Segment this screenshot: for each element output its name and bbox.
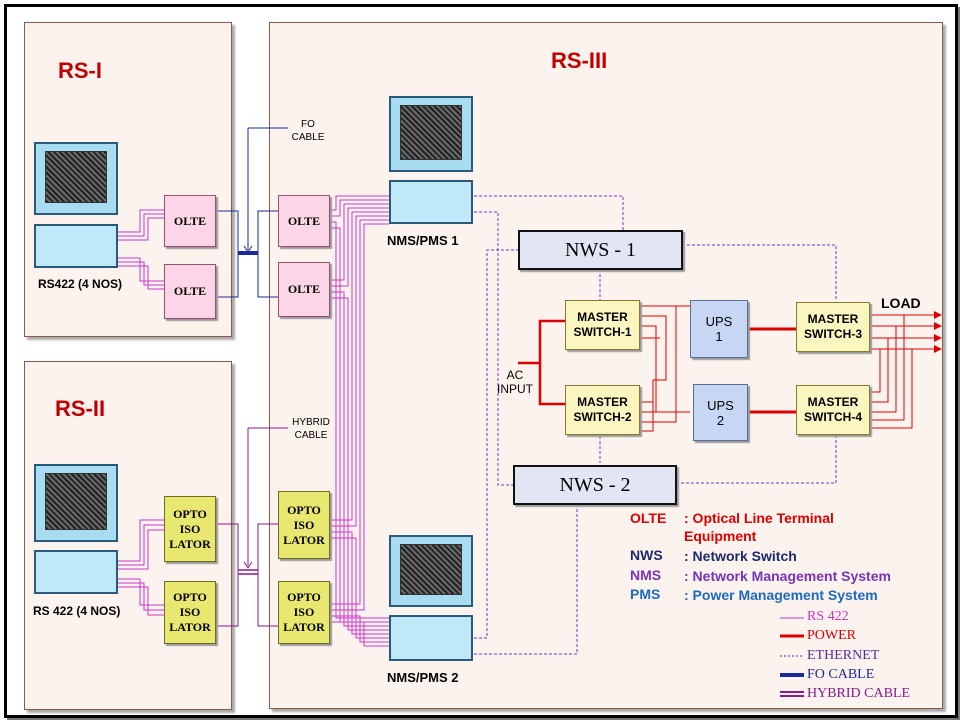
rs2-opto-isolator-2: OPTO ISO LATOR bbox=[164, 581, 216, 644]
master-switch-2: MASTER SWITCH-2 bbox=[565, 385, 640, 435]
legend-fo-cable-label: FO CABLE bbox=[807, 667, 875, 682]
rs1-olte-1: OLTE bbox=[164, 195, 216, 247]
rs2-computer-label: RS 422 (4 NOS) bbox=[33, 604, 121, 618]
legend-olte-key: OLTE bbox=[630, 510, 667, 526]
nws-1: NWS - 1 bbox=[518, 230, 683, 270]
legend-olte-desc: : Optical Line Terminal Equipment bbox=[684, 510, 834, 544]
nms-pms-1-label: NMS/PMS 1 bbox=[387, 233, 459, 248]
load-label: LOAD bbox=[881, 295, 921, 311]
rs3-olte-2: OLTE bbox=[278, 262, 330, 317]
cpu-icon bbox=[389, 180, 473, 224]
rs1-olte-2: OLTE bbox=[164, 264, 216, 319]
legend-ethernet-label: ETHERNET bbox=[807, 648, 880, 663]
rs2-opto-isolator-1: OPTO ISO LATOR bbox=[164, 496, 216, 562]
rs3-title: RS-III bbox=[551, 48, 608, 73]
legend-line-samples bbox=[780, 617, 804, 697]
legend-nws-desc: : Network Switch bbox=[684, 548, 797, 564]
ups-1: UPS 1 bbox=[690, 300, 748, 358]
legend-nms-desc: : Network Management System bbox=[684, 568, 891, 584]
hybrid-cable-label: HYBRID CABLE bbox=[292, 417, 330, 441]
rs1-computer bbox=[34, 142, 120, 270]
rs1-computer-label: RS422 (4 NOS) bbox=[38, 277, 123, 291]
legend-hybrid-cable-label: HYBRID CABLE bbox=[807, 686, 911, 701]
cpu-icon bbox=[34, 224, 118, 268]
legend-nws-key: NWS bbox=[630, 547, 663, 563]
rs2-computer bbox=[34, 464, 120, 594]
rs2-title: RS-II bbox=[55, 396, 106, 421]
master-switch-4: MASTER SWITCH-4 bbox=[796, 385, 870, 435]
rs3-opto-isolator-1: OPTO ISO LATOR bbox=[278, 491, 330, 559]
ups-2: UPS 2 bbox=[693, 384, 748, 441]
legend-nms-key: NMS bbox=[630, 567, 662, 583]
fo-cable-links bbox=[216, 127, 288, 298]
legend-pms-desc: : Power Management System bbox=[684, 587, 878, 603]
rs3-panel bbox=[269, 22, 943, 709]
master-switch-3: MASTER SWITCH-3 bbox=[796, 302, 870, 352]
nms-pms-2-label: NMS/PMS 2 bbox=[387, 670, 459, 685]
cpu-icon bbox=[389, 615, 473, 661]
rs3-opto-isolator-2: OPTO ISO LATOR bbox=[278, 581, 330, 644]
monitor-icon bbox=[34, 464, 118, 542]
monitor-icon bbox=[389, 535, 473, 607]
nms-pms-1-computer bbox=[389, 96, 475, 226]
legend-pms-key: PMS bbox=[630, 586, 661, 602]
hybrid-cable-links bbox=[216, 427, 288, 627]
fo-cable-label: FO CABLE bbox=[291, 119, 325, 143]
ac-input-label: AC INPUT bbox=[497, 368, 533, 396]
ethernet-links bbox=[474, 195, 837, 655]
master-switch-1: MASTER SWITCH-1 bbox=[565, 300, 640, 350]
rs422-lines bbox=[118, 195, 389, 647]
nms-pms-2-computer bbox=[389, 535, 475, 663]
monitor-icon bbox=[34, 142, 118, 215]
rs3-olte-1: OLTE bbox=[278, 195, 330, 247]
power-links bbox=[518, 305, 942, 432]
nws-2: NWS - 2 bbox=[513, 465, 677, 505]
monitor-icon bbox=[389, 96, 473, 172]
rs1-title: RS-I bbox=[58, 58, 102, 83]
legend-power-label: POWER bbox=[807, 628, 856, 643]
legend-rs422-label: RS 422 bbox=[807, 609, 849, 624]
cpu-icon bbox=[34, 550, 118, 594]
